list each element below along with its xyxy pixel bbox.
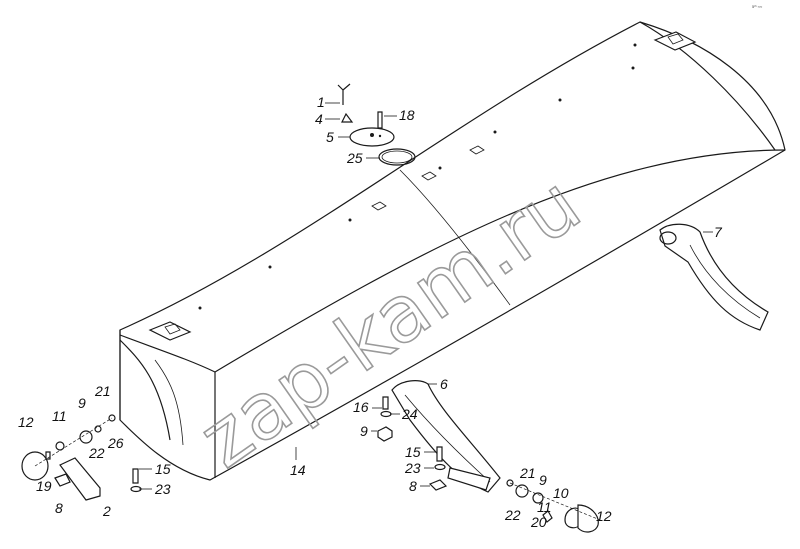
label-part-8: 8 [409, 478, 417, 494]
bracket-7 [659, 223, 769, 331]
corner-mark: 5ᵗʰ ≈≈ [752, 4, 763, 9]
label-part-11: 11 [52, 408, 67, 424]
label-part-9: 9 [78, 395, 86, 411]
label-part-2: 2 [102, 503, 111, 519]
label-part-21: 21 [94, 383, 111, 399]
label-part-12: 12 [18, 414, 34, 430]
part-labels: 1 4 5 18 25 7 6 16 24 9 15 23 8 21 9 22 … [18, 94, 723, 530]
fasteners-left [21, 414, 142, 501]
label-part-9: 9 [360, 423, 368, 439]
label-part-18: 18 [399, 107, 415, 123]
fasteners-right [506, 479, 601, 533]
label-part-25: 25 [346, 150, 363, 166]
label-part-19: 19 [36, 478, 52, 494]
label-part-26: 26 [107, 435, 124, 451]
label-part-16: 16 [353, 399, 369, 415]
label-part-24: 24 [401, 406, 418, 422]
label-part-22: 22 [504, 507, 521, 523]
label-part-15: 15 [155, 461, 171, 477]
label-part-6: 6 [440, 376, 448, 392]
label-part-22: 22 [88, 445, 105, 461]
leader-lines [139, 102, 713, 490]
label-part-15: 15 [405, 444, 421, 460]
label-part-23: 23 [154, 481, 171, 497]
label-part-9: 9 [539, 472, 547, 488]
label-part-10: 10 [553, 485, 569, 501]
label-part-12: 12 [596, 508, 612, 524]
cover-body [119, 21, 786, 481]
label-part-21: 21 [519, 465, 536, 481]
label-part-1: 1 [317, 94, 325, 110]
label-part-4: 4 [315, 111, 323, 127]
label-part-20: 20 [530, 514, 547, 530]
label-part-14: 14 [290, 462, 306, 478]
hatch-assembly [337, 83, 416, 166]
label-part-23: 23 [404, 460, 421, 476]
label-part-5: 5 [326, 129, 334, 145]
label-part-7: 7 [714, 224, 723, 240]
label-part-11: 11 [537, 499, 552, 515]
label-part-8: 8 [55, 500, 63, 516]
